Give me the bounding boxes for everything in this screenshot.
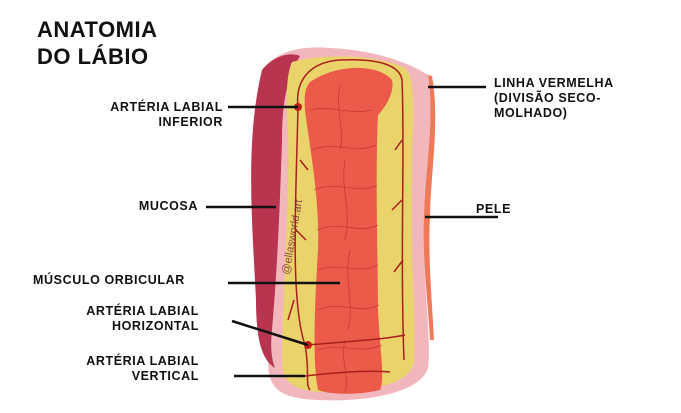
label-arteria-labial-vertical: ARTÉRIA LABIAL VERTICAL: [40, 354, 199, 384]
label-arteria-labial-horizontal: ARTÉRIA LABIAL HORIZONTAL: [40, 304, 199, 334]
label-pele: PELE: [476, 202, 512, 216]
label-mucosa: MUCOSA: [138, 199, 198, 213]
label-line: LINHA VERMELHA: [494, 76, 614, 90]
leader-lines: [206, 85, 498, 378]
label-linha-vermelha: LINHA VERMELHA (DIVISÃO SECO- MOLHADO): [494, 76, 614, 121]
label-line: INFERIOR: [158, 115, 223, 129]
label-line: ARTÉRIA LABIAL: [86, 354, 199, 368]
muscle-fibers: [309, 84, 383, 393]
label-line: ARTÉRIA LABIAL: [110, 100, 223, 114]
label-line: ARTÉRIA LABIAL: [86, 304, 199, 318]
label-musculo-orbicular: MÚSCULO ORBICULAR: [33, 273, 185, 287]
label-arteria-labial-inferior: ARTÉRIA LABIAL INFERIOR: [60, 100, 223, 130]
title-line-1: ANATOMIA: [37, 17, 158, 42]
muscle-layer: [304, 67, 393, 394]
label-line: (DIVISÃO SECO-: [494, 91, 602, 105]
label-line: MOLHADO): [494, 106, 568, 120]
label-line: HORIZONTAL: [111, 319, 199, 333]
mucosa-layer: [251, 54, 300, 368]
vermilion-edge: [423, 75, 436, 340]
arteries: [287, 58, 406, 391]
label-line: VERTICAL: [131, 369, 199, 383]
title-line-2: DO LÁBIO: [37, 44, 149, 69]
diagram-title: ANATOMIA DO LÁBIO: [37, 16, 158, 70]
